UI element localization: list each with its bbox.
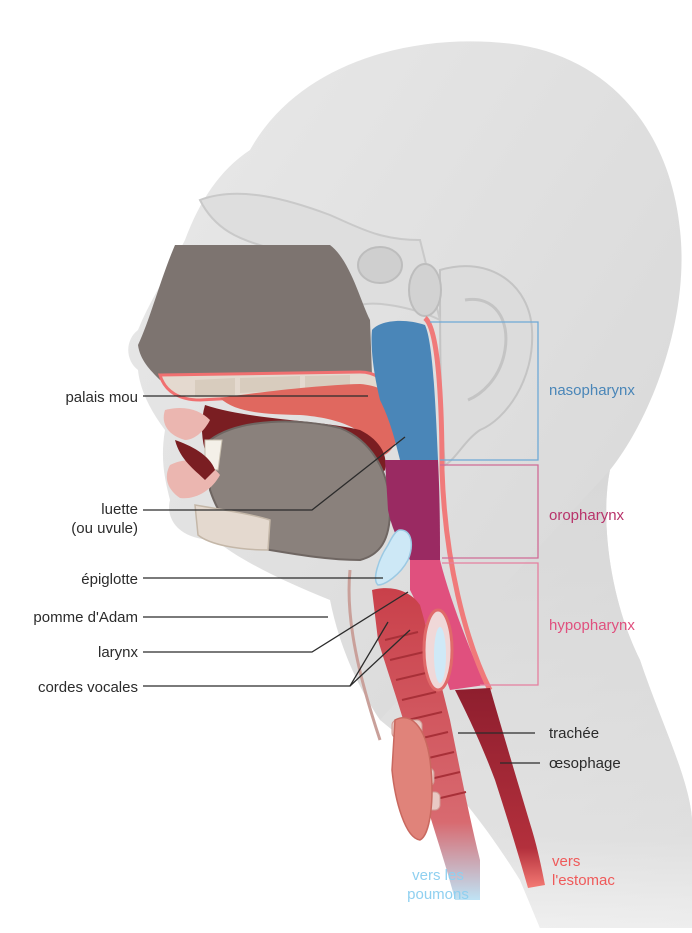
cordes-vocales-label: cordes vocales	[38, 679, 138, 696]
palais-mou-label: palais mou	[65, 389, 138, 406]
larynx-label: larynx	[98, 644, 139, 661]
epiglotte-label: épiglotte	[81, 571, 138, 588]
trachee-label: trachée	[549, 725, 599, 742]
vers-estomac-label: vers	[552, 853, 580, 870]
vers-poumons-label: vers les	[412, 867, 464, 884]
nasopharynx-label: nasopharynx	[549, 382, 635, 399]
pomme-adam-label: pomme d'Adam	[33, 609, 138, 626]
hypopharynx-label: hypopharynx	[549, 617, 635, 634]
nasal-cavity	[138, 245, 372, 380]
luette-label-alt: (ou uvule)	[71, 520, 138, 537]
oropharynx-label: oropharynx	[549, 507, 625, 524]
laryngeal-cartilage	[424, 610, 452, 690]
estomac-label: l'estomac	[552, 872, 615, 889]
poumons-label: poumons	[407, 886, 469, 903]
luette-label: luette	[101, 501, 138, 518]
oesophage-label: œsophage	[549, 755, 621, 772]
